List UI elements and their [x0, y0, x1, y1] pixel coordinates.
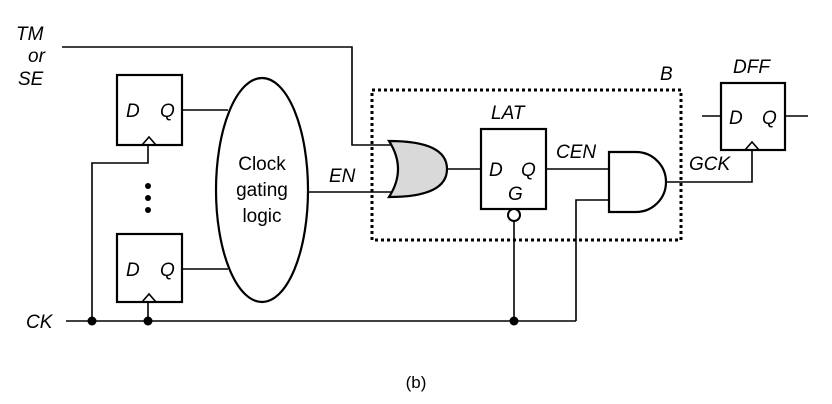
flipflop-bottom-clock-marker: [141, 292, 157, 303]
clock-gating-label-1: Clock: [238, 154, 286, 175]
block-b: [370, 88, 683, 242]
latch-g-inverter-bubble: [507, 208, 521, 222]
tm-se-wire: [62, 46, 392, 146]
ck-junction-3: [509, 316, 519, 326]
latch-g: G: [508, 184, 523, 205]
flipflop-top-clock-marker: [141, 135, 157, 146]
ck-junction-2: [143, 316, 153, 326]
flipflop-top-q: Q: [160, 101, 175, 122]
label-or: or: [28, 46, 46, 67]
ellipsis-dot-2: [145, 195, 151, 201]
dff-d: D: [729, 108, 743, 129]
flipflop-bottom-q: Q: [160, 260, 175, 281]
clock-gating-label-2: gating: [236, 180, 288, 201]
label-en: EN: [329, 166, 356, 187]
label-b: B: [660, 64, 673, 85]
flipflop-bottom-d: D: [126, 260, 140, 281]
dff: [719, 81, 787, 152]
latch-d: D: [489, 160, 503, 181]
and-gate: [607, 150, 668, 214]
dff-clock-marker: [744, 140, 760, 151]
dff-q: Q: [762, 108, 777, 129]
ck-branch-top-ff: [91, 145, 149, 321]
or-gate: [386, 139, 449, 199]
label-tm: TM: [16, 24, 44, 45]
ck-branch-and: [575, 199, 609, 321]
label-ck: CK: [26, 312, 54, 333]
clock-gating-label-3: logic: [242, 206, 281, 227]
ck-junction-1: [87, 316, 97, 326]
figure-caption: (b): [406, 373, 427, 392]
ellipsis-dot-3: [145, 207, 151, 213]
label-gck: GCK: [689, 154, 732, 175]
label-se: SE: [18, 69, 44, 90]
label-lat: LAT: [491, 103, 526, 124]
flipflop-top-d: D: [126, 101, 140, 122]
flipflop-bottom: [115, 232, 184, 304]
label-cen: CEN: [556, 142, 596, 163]
latch-q: Q: [521, 160, 536, 181]
clock-gating-logic: [214, 76, 310, 304]
gck-wire: [666, 150, 753, 183]
ellipsis-dot-1: [145, 183, 151, 189]
label-dff: DFF: [733, 57, 771, 78]
